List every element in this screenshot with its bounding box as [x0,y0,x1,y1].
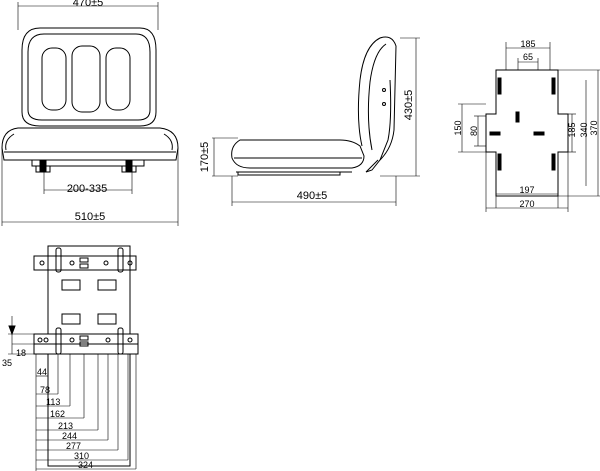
plate-right-a-label: 185 [567,122,577,137]
plate-bottom-b-label: 270 [519,199,534,209]
side-view: 170±5 430±5 490±5 [199,36,420,206]
rail-dim-162: 162 [50,409,65,419]
base-plate-view: 185 65 150 80 185 340 370 197 [453,39,600,212]
front-view: 470±5 200-335 510±5 [1,0,179,226]
plate-left-outer-label: 150 [453,120,463,135]
rail-dim-244: 244 [62,431,77,441]
seat-height-label: 170±5 [199,142,211,173]
rail-dim-113: 113 [46,397,60,407]
rail-dim-324: 324 [78,460,93,470]
rail-dim-78: 78 [40,385,50,395]
plate-left-inner-label: 80 [469,126,479,136]
depth-label: 490±5 [297,190,328,202]
rail-dim-310: 310 [74,451,89,461]
slide-rail-view: 18 35 44 78 113 162 213 244 277 310 324 [2,245,139,471]
plate-right-c-label: 370 [589,120,599,135]
plate-right-b-label: 340 [579,122,589,137]
plate-inner-top-label: 65 [523,52,533,62]
rail-offset-35-label: 35 [2,358,12,368]
back-height-label: 430±5 [403,90,415,121]
rail-dim-277: 277 [66,441,81,451]
rail-offset-18-label: 18 [16,348,26,358]
rail-dim-44: 44 [37,367,47,377]
plate-top-label: 185 [520,39,535,49]
front-width-top-label: 470±5 [73,0,104,9]
rail-range-label: 200-335 [67,183,107,195]
plate-bottom-a-label: 197 [519,185,534,195]
rail-dim-213: 213 [58,421,73,431]
front-width-bottom-label: 510±5 [75,211,106,223]
